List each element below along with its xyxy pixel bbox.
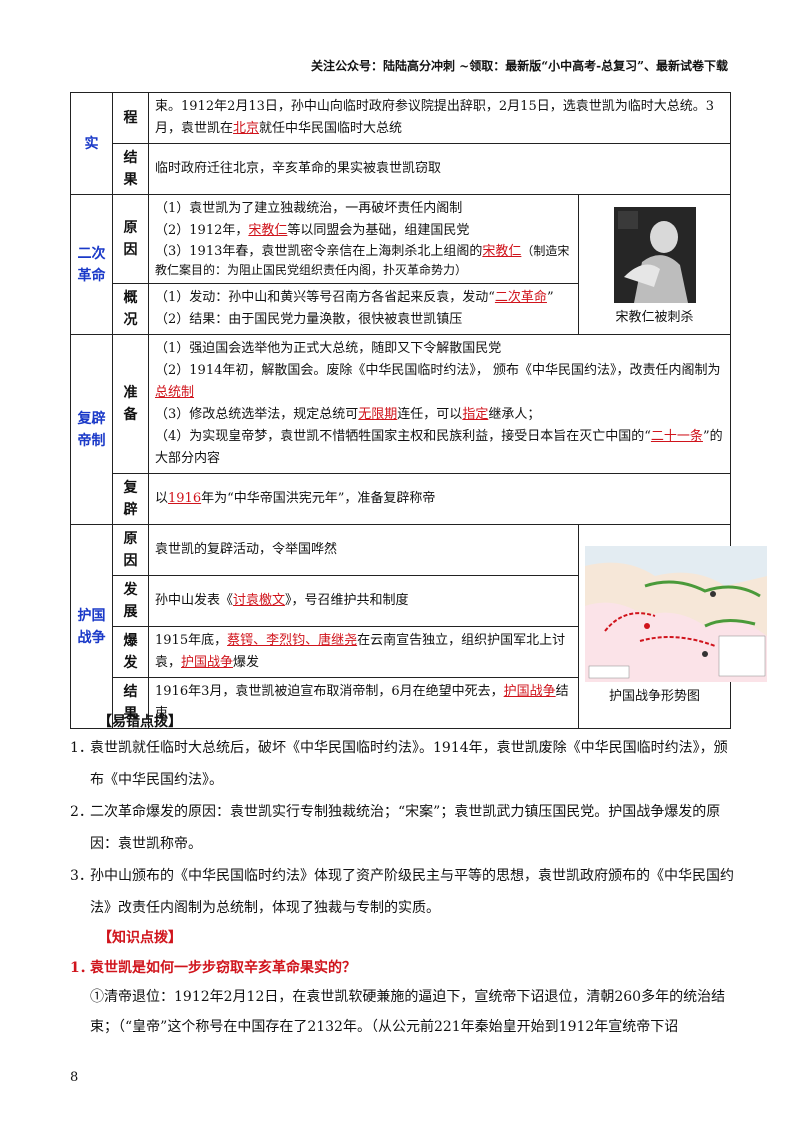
cell-erci-overview: （1）发动：孙中山和黄兴等号召南方各省起来反袁，发动“二次革命” （2）结果：由…	[148, 283, 579, 335]
notes-section: 【易错点拨】 1．袁世凯就任临时大总统后，破坏《中华民国临时约法》。1914年，…	[70, 712, 738, 1042]
keyword: 无限期	[358, 407, 398, 422]
table-row: 实 程 束。1912年2月13日，孙中山向临时政府参议院提出辞职，2月15日，选…	[70, 92, 732, 195]
page-number: 8	[70, 1070, 79, 1085]
section-shi: 实	[70, 92, 113, 195]
table-row: 护国战争 原因 袁世凯的复辟活动，令举国哗然	[70, 524, 767, 729]
page-header: 关注公众号：陆陆高分冲刺 ~领取：最新版“小中高考-总复习”、最新试卷下载	[310, 59, 728, 73]
label-development: 发展	[112, 575, 149, 627]
question: 1．袁世凯是如何一步步窃取辛亥革命果实的？	[70, 960, 356, 976]
photo-caption: 宋教仁被刺杀	[615, 309, 694, 325]
section-national-protection-war: 护国战争	[70, 524, 113, 729]
cell-fubi-restore: 以1916年为“中华帝国洪宪元年”，准备复辟称帝	[147, 473, 732, 525]
map-caption: 护国战争形势图	[609, 688, 701, 704]
cell-huguo-dev: 孙中山发表《讨袁檄文》，号召维护共和制度	[148, 575, 579, 627]
list-item: 3．孙中山颁布的《中华民国临时约法》体现了资产阶级民主与平等的思想，袁世凯政府颁…	[70, 868, 734, 916]
cell-huguo-outbreak: 1915年底，蔡锷、李烈钧、唐继尧在云南宣告独立，组织护国军北上讨袁，护国战争爆…	[148, 626, 579, 678]
keyword: 二十一条	[650, 429, 703, 444]
table-row: 二次革命 原因 （1）袁世凯为了建立独裁统治，一再破坏责任内阁制 （2）1912…	[70, 194, 732, 335]
map-cell: 护国战争形势图	[577, 524, 767, 729]
keyword: 1916	[168, 491, 202, 506]
keyword: 讨袁檄文	[233, 593, 286, 608]
photo-cell: 宋教仁被刺杀	[577, 194, 732, 335]
keyword: 护国战争	[503, 684, 556, 699]
table-row: 概况 （1）发动：孙中山和黄兴等号召南方各省起来反袁，发动“二次革命” （2）结…	[71, 283, 731, 335]
section-second-revolution: 二次革命	[70, 194, 113, 335]
keyword: 北京	[233, 121, 260, 136]
song-jiaoren-photo	[613, 206, 696, 303]
knowledge-tips-heading: 【知识点拨】	[98, 930, 182, 946]
label-cause: 原因	[112, 194, 149, 284]
cell-fubi-prep: （1）强迫国会选举他为正式大总统，随即又下令解散国民党 （2）1914年初，解散…	[147, 334, 732, 474]
keyword: 指定	[462, 407, 489, 422]
keyword: 护国战争	[181, 655, 234, 670]
war-situation-map	[585, 545, 767, 682]
section-restoration: 复辟帝制	[70, 334, 113, 525]
table-row: 爆发 1915年底，蔡锷、李烈钧、唐继尧在云南宣告独立，组织护国军北上讨袁，护国…	[71, 626, 731, 678]
knowledge-table: 实 程 束。1912年2月13日，孙中山向临时政府参议院提出辞职，2月15日，选…	[70, 92, 767, 729]
list-item: 1．袁世凯就任临时大总统后，破坏《中华民国临时约法》。1914年，袁世凯废除《中…	[70, 740, 728, 788]
table-row: 结果 1916年3月，袁世凯被迫宣布取消帝制，6月在绝望中死去，护国战争结束	[71, 677, 731, 729]
label-overview: 概况	[112, 283, 149, 335]
table-row: 结果 临时政府迁往北京，辛亥革命的果实被袁世凯窃取	[71, 143, 732, 195]
cell-huguo-result: 1916年3月，袁世凯被迫宣布取消帝制，6月在绝望中死去，护国战争结束	[148, 677, 579, 729]
error-tips-heading: 【易错点拨】	[98, 714, 182, 730]
cell-shi-process: 束。1912年2月13日，孙中山向临时政府参议院提出辞职，2月15日，选袁世凯为…	[147, 92, 732, 144]
label-preparation: 准备	[112, 334, 149, 474]
cell-shi-result: 临时政府迁往北京，辛亥革命的果实被袁世凯窃取	[147, 143, 732, 195]
table-row: 发展 孙中山发表《讨袁檄文》，号召维护共和制度	[71, 575, 731, 627]
label-outbreak: 爆发	[112, 626, 149, 678]
keyword: 宋教仁	[482, 244, 522, 259]
label-process: 程	[112, 92, 149, 144]
keyword: 二次革命	[494, 290, 547, 305]
label-result: 结果	[112, 677, 149, 729]
label-cause: 原因	[112, 524, 149, 576]
table-row: 复辟帝制 准备 （1）强迫国会选举他为正式大总统，随即又下令解散国民党 （2）1…	[70, 334, 732, 525]
table-row: 复辟 以1916年为“中华帝国洪宪元年”，准备复辟称帝	[71, 473, 732, 525]
cell-huguo-cause: 袁世凯的复辟活动，令举国哗然	[148, 524, 579, 576]
answer-paragraph: ①清帝退位：1912年2月12日，在袁世凯软硬兼施的逼迫下，宣统帝下诏退位，清朝…	[90, 989, 726, 1035]
list-item: 2．二次革命爆发的原因：袁世凯实行专制独裁统治；“宋案”；袁世凯武力镇压国民党。…	[70, 804, 721, 852]
keyword: 总统制	[155, 385, 195, 400]
label-restore: 复辟	[112, 473, 149, 525]
label-result: 结果	[112, 143, 149, 195]
keyword: 蔡锷、李烈钧、唐继尧	[227, 633, 358, 648]
keyword: 宋教仁	[248, 223, 288, 238]
cell-erci-cause: （1）袁世凯为了建立独裁统治，一再破坏责任内阁制 （2）1912年，宋教仁等以同…	[148, 194, 579, 284]
